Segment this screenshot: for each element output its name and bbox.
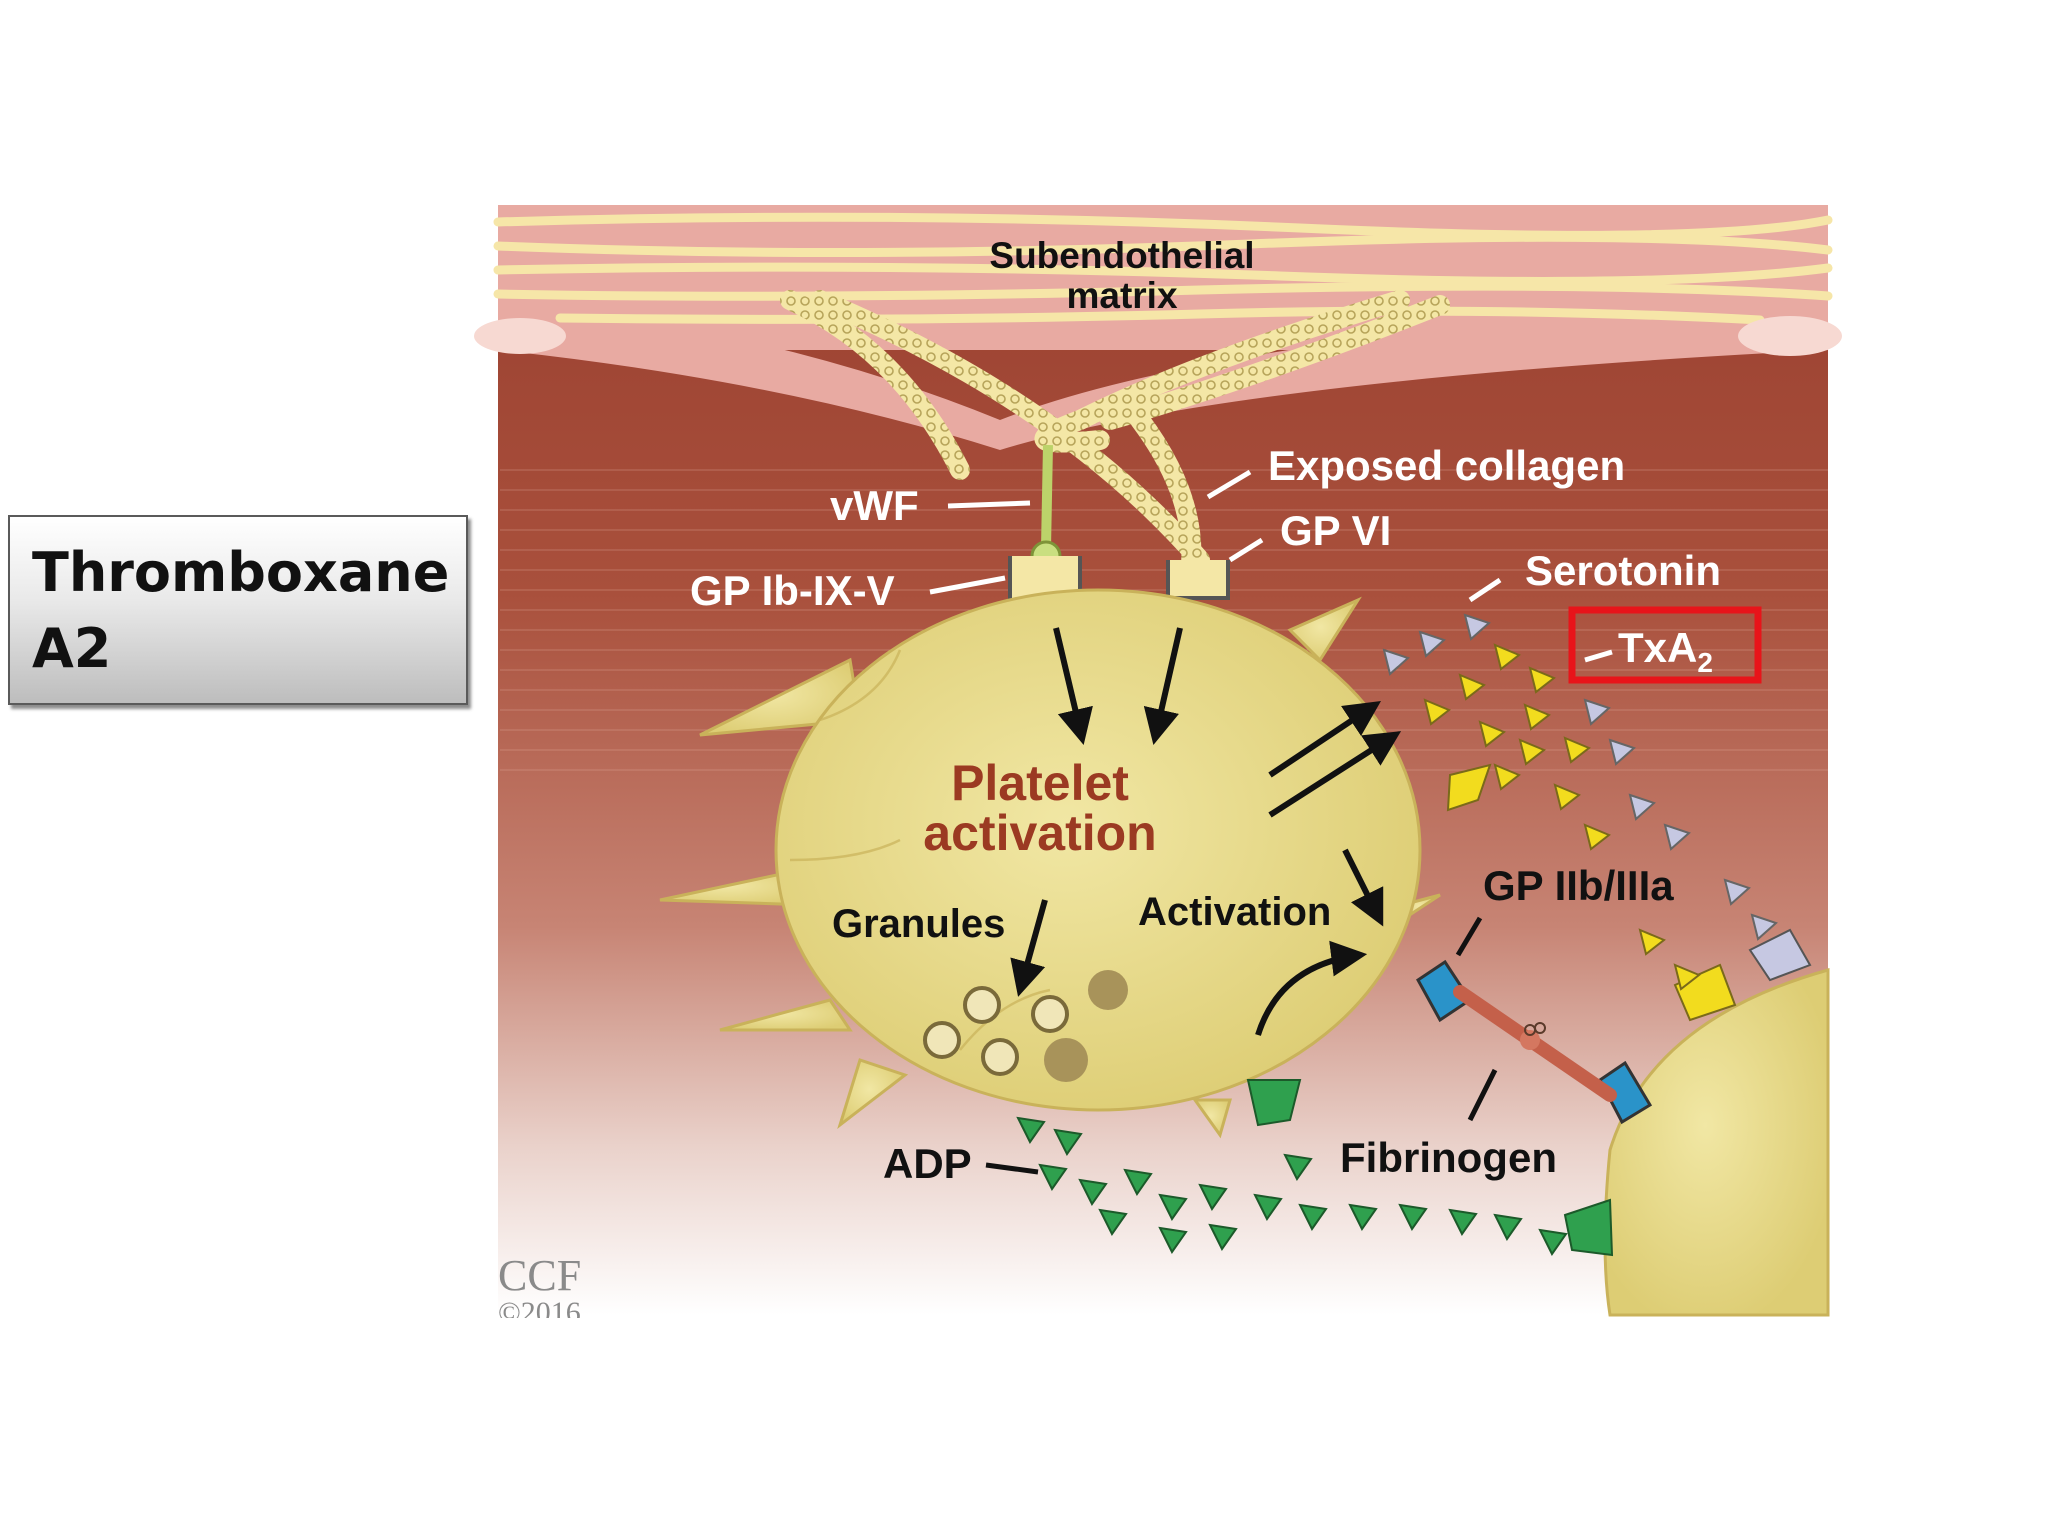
subendothelial-matrix bbox=[474, 205, 1842, 450]
label-gp-vi: GP VI bbox=[1280, 507, 1391, 554]
label-gp-ib: GP Ib-IX-V bbox=[690, 567, 895, 614]
serotonin-molecules bbox=[1382, 613, 1778, 941]
label-activation-title: activation bbox=[923, 805, 1156, 861]
label-platelet: Platelet bbox=[951, 755, 1129, 811]
label-adp: ADP bbox=[883, 1140, 972, 1187]
diagram-labels: Subendothelial matrix Exposed collagen v… bbox=[498, 235, 1721, 1329]
label-ccf: CCF bbox=[498, 1251, 581, 1300]
neighbor-platelet bbox=[1603, 968, 1830, 1317]
label-exposed-collagen: Exposed collagen bbox=[1268, 442, 1625, 489]
activation-arrows bbox=[1010, 627, 1402, 1036]
txa2-molecules bbox=[1423, 643, 1701, 991]
label-matrix: matrix bbox=[1066, 275, 1177, 316]
label-serotonin: Serotonin bbox=[1525, 547, 1721, 594]
slide-title: Thromboxane A2 bbox=[32, 541, 450, 680]
label-activation: Activation bbox=[1138, 890, 1331, 934]
label-vwf: vWF bbox=[830, 482, 919, 529]
label-granules: Granules bbox=[832, 902, 1005, 946]
collagen-fibers bbox=[780, 290, 1450, 585]
txa2-highlight-box bbox=[1568, 606, 1762, 684]
title-box: Thromboxane A2 bbox=[8, 515, 468, 705]
label-subendothelial: Subendothelial bbox=[989, 235, 1254, 276]
platelet bbox=[659, 588, 1441, 1139]
receptor-stalks bbox=[1008, 444, 1230, 602]
label-gp-iib: GP IIb/IIIa bbox=[1483, 862, 1674, 909]
label-fibrinogen: Fibrinogen bbox=[1340, 1134, 1557, 1181]
leader-lines-dark bbox=[985, 916, 1498, 1175]
label-txa2: TxA2 bbox=[1618, 624, 1713, 678]
leader-lines bbox=[929, 469, 1613, 663]
figure-bottom-mask bbox=[490, 1318, 1840, 1358]
fibrinogen-bridge bbox=[1416, 959, 1653, 1125]
adp-molecules bbox=[1016, 1116, 1568, 1256]
surface-receptors bbox=[1246, 763, 1812, 1257]
